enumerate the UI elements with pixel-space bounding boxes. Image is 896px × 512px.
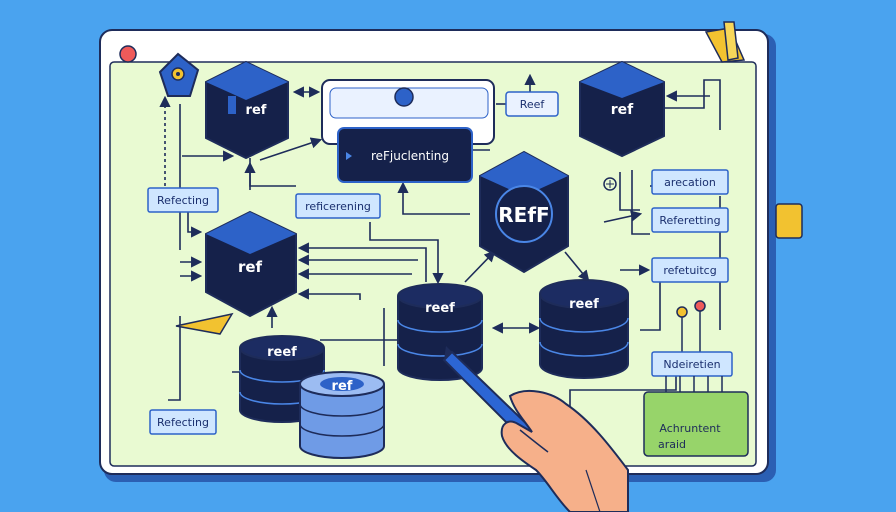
- hex-top-left-label: ref: [246, 103, 267, 118]
- label-left-bottom: Refecting: [149, 409, 217, 435]
- connectors: [159, 73, 724, 410]
- green-box: Achruntent araid: [643, 391, 749, 457]
- bookmark-tab-icon: [704, 21, 746, 63]
- label-right-1-text: arecation: [664, 176, 716, 189]
- label-left-top-text: Refecting: [157, 194, 209, 207]
- db-node-right: reef: [539, 279, 629, 379]
- label-right-1: arecation: [651, 169, 729, 195]
- label-left-top: Refecting: [147, 187, 219, 213]
- radio-toggle-icon[interactable]: [394, 87, 414, 107]
- radio-icon-right: [603, 177, 617, 191]
- dark-box-text: reFjuclenting: [371, 149, 449, 163]
- label-right-2-text: Referetting: [659, 214, 720, 227]
- hex-node-center: REfF: [479, 150, 569, 274]
- db-front-label: ref: [332, 379, 353, 394]
- label-right-2: Referetting: [651, 207, 729, 233]
- db-center-label: reef: [425, 301, 455, 316]
- label-middle-text: reficerening: [305, 200, 371, 213]
- dark-box: reFjuclenting: [337, 127, 473, 183]
- db-right-label: reef: [569, 297, 599, 312]
- green-box-line1: Achruntent: [659, 422, 721, 435]
- hex-node-top-right: ref: [579, 60, 665, 158]
- hex-top-right-label: ref: [611, 102, 634, 118]
- db-node-center: reef: [397, 283, 483, 381]
- hex-node-mid-left: ref: [205, 210, 297, 318]
- hex-mid-left-label: ref: [238, 258, 263, 276]
- hex-node-top-left: ref: [205, 60, 289, 160]
- hex-center-label: REfF: [498, 203, 549, 227]
- side-tab: [775, 203, 803, 239]
- db-left-label: reef: [267, 345, 297, 360]
- tag-reef-text: Reef: [520, 98, 546, 111]
- label-right-3: refetuitcg: [651, 257, 729, 283]
- red-dot-icon: [119, 45, 137, 63]
- label-right-4-text: Ndeiretien: [663, 358, 720, 371]
- hand-icon: [500, 389, 629, 512]
- db-node-front: ref: [299, 371, 385, 459]
- label-left-bottom-text: Refecting: [157, 416, 209, 429]
- green-box-line2: araid: [658, 438, 686, 451]
- tag-reef: [505, 91, 559, 117]
- location-pin-icon: [158, 52, 200, 97]
- label-middle: reficerening: [295, 193, 381, 219]
- pennant-flag-icon: [175, 312, 234, 335]
- pin-markers: [676, 300, 706, 352]
- label-right-3-text: refetuitcg: [663, 264, 716, 277]
